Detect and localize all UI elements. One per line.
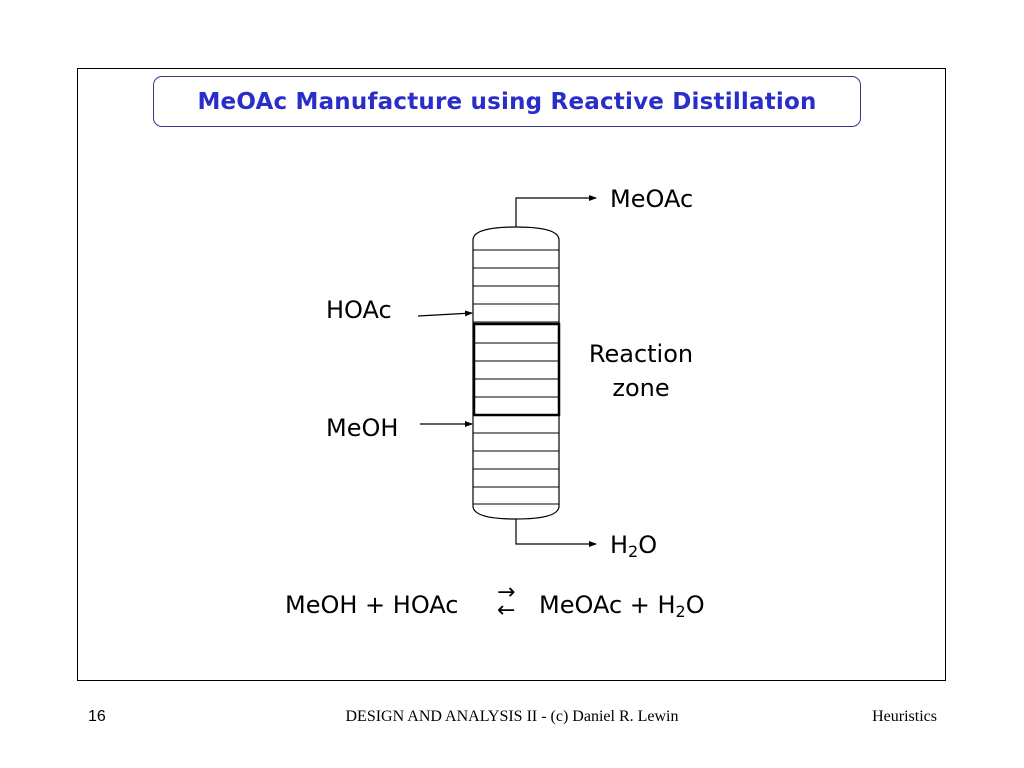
reaction-zone-box — [472, 322, 561, 417]
equation-lhs: MeOH + HOAc — [285, 591, 459, 619]
hoac-feed-line — [417, 310, 473, 317]
equation-rhs: MeOAc + H2O — [539, 591, 705, 621]
hoac-feed-label: HOAc — [326, 296, 392, 324]
reaction-zone-label-line2: zone — [612, 374, 670, 402]
reverse-arrow-icon: ← — [497, 598, 516, 623]
bottom-product-label: H2O — [610, 531, 658, 561]
meoh-feed-label: MeOH — [326, 414, 399, 442]
page-number: 16 — [88, 708, 106, 725]
top-product-line — [515, 195, 597, 227]
footer-center: DESIGN AND ANALYSIS II - (c) Daniel R. L… — [345, 708, 679, 725]
slide-frame — [77, 68, 946, 681]
title-box: MeOAc Manufacture using Reactive Distill… — [153, 76, 861, 127]
column-shell — [472, 226, 560, 520]
bottom-product-line — [515, 519, 597, 547]
top-product-label: MeOAc — [610, 185, 694, 213]
forward-arrow-icon: → — [497, 580, 516, 605]
reaction-zone-label-line1: Reaction — [588, 340, 694, 368]
equilibrium-arrows-icon: → ← — [497, 580, 516, 623]
column-trays — [473, 249, 559, 505]
footer-right: Heuristics — [872, 708, 937, 725]
slide-title: MeOAc Manufacture using Reactive Distill… — [197, 88, 817, 115]
